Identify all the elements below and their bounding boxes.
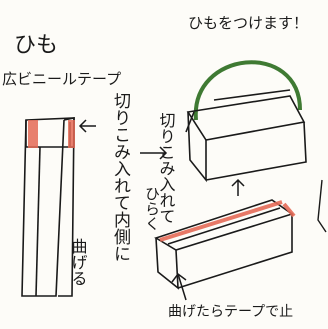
label-wide-vinyl-tape: 広ビニールテープ xyxy=(2,70,121,88)
arrow-tape-pointer xyxy=(171,272,187,301)
string-handle xyxy=(193,60,302,121)
label-himo: ひも xyxy=(14,33,58,58)
label-tape-after-bend: 曲げたらテープで止 xyxy=(168,304,293,320)
label-cut-and-fold-inside: 切りこみ入れて内側に xyxy=(110,92,131,262)
label-open: ひらく xyxy=(143,186,161,231)
finished-box-drawing xyxy=(185,89,307,183)
open-box-drawing xyxy=(154,199,294,290)
tape-mark-box-edge xyxy=(159,200,283,242)
arrow-left-pointer xyxy=(78,119,96,133)
tape-mark-right xyxy=(68,120,75,148)
arrow-up xyxy=(231,178,245,196)
label-bend: 曲げる xyxy=(69,238,88,286)
edge-sketch-fragment xyxy=(317,179,327,233)
label-attach-string: ひもをつけます！ xyxy=(188,14,308,32)
tape-mark-box-corner xyxy=(282,202,296,218)
label-cut-in: 切りこみ入れて xyxy=(157,112,176,224)
arrow-to-box xyxy=(140,146,168,160)
tape-mark-left xyxy=(28,120,38,148)
